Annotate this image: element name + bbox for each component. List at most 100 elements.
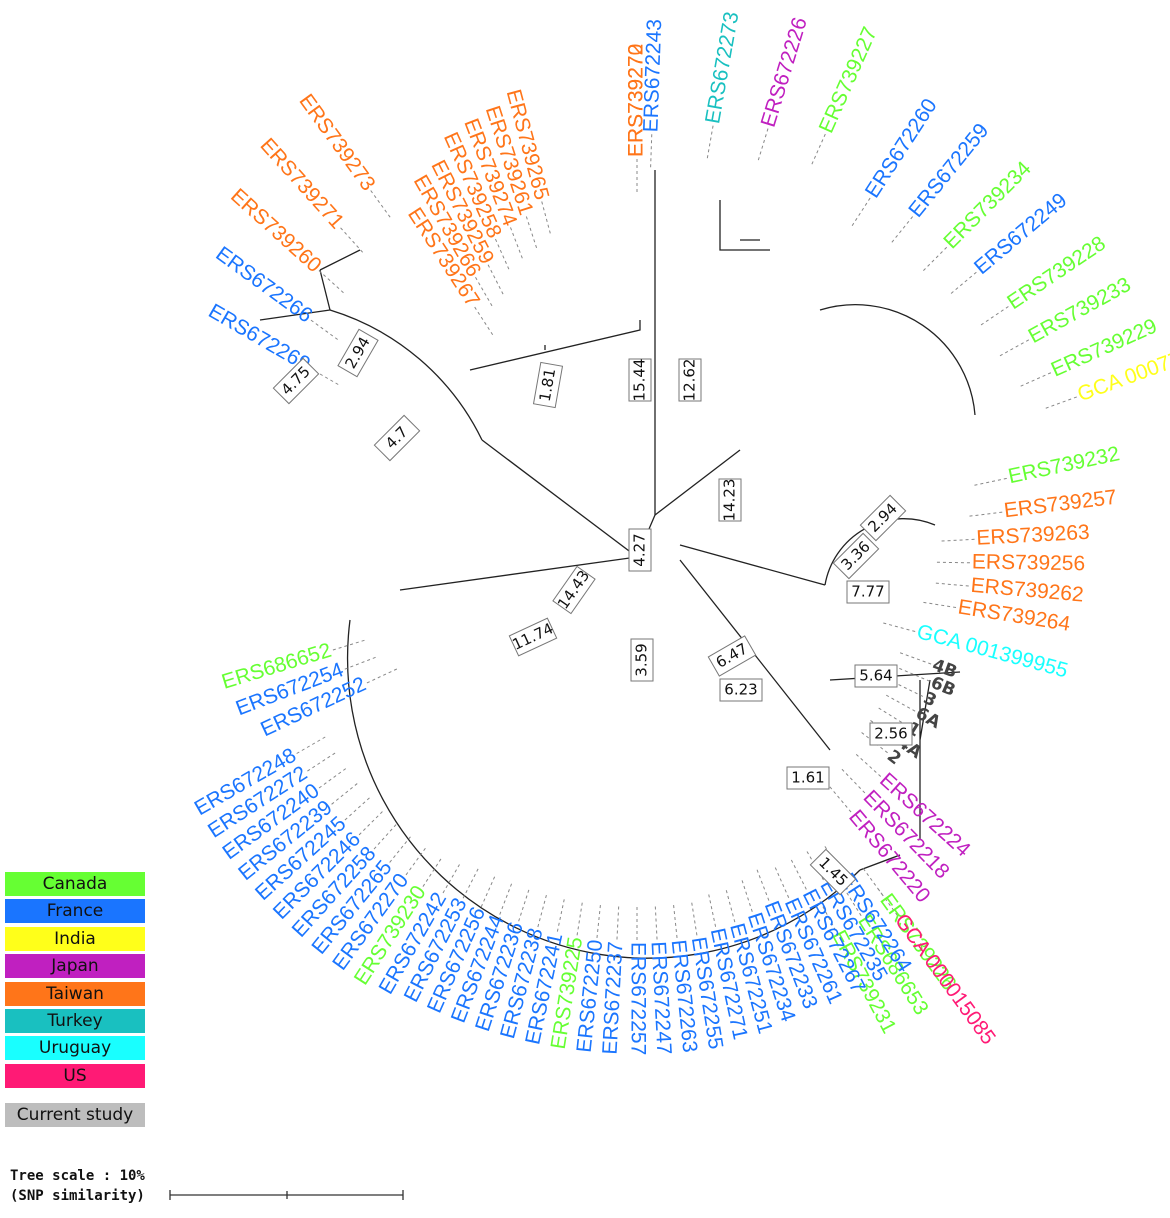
leader-line [774, 867, 790, 900]
support-box [628, 528, 652, 572]
support-value: 3.59 [630, 638, 654, 682]
leader-line [706, 123, 714, 159]
leaf-label: ERS672247 [647, 941, 676, 1055]
support-box [373, 414, 421, 462]
leader-line [811, 131, 827, 165]
leader-line [950, 270, 979, 294]
branch [469, 320, 641, 371]
branch [719, 200, 770, 251]
leader-line [899, 652, 934, 666]
legend-item-taiwan: Taiwan [5, 981, 145, 1006]
leader-line [741, 880, 754, 914]
support-value: 14.23 [718, 478, 742, 522]
leader-line [883, 622, 918, 633]
support-value: 2.94 [337, 328, 379, 378]
leader-line [923, 245, 949, 271]
support-value-text: 4.27 [631, 533, 649, 566]
leader-line [294, 736, 326, 755]
leader-line [536, 894, 547, 930]
leader-line [757, 126, 770, 161]
leader-line [372, 824, 397, 851]
leaf-label: ERS739270 [625, 44, 648, 157]
leader-line [525, 214, 538, 249]
leaf-label: ERS672273 [701, 10, 743, 126]
branch [399, 556, 638, 591]
leader-line [517, 889, 530, 924]
legend-item-current-study: Current study [5, 1103, 145, 1127]
leader-line [473, 305, 494, 336]
support-box [786, 766, 830, 790]
leader-line [540, 199, 551, 234]
support-value: 2.56 [869, 722, 913, 746]
leader-line [725, 890, 736, 925]
support-box [630, 638, 654, 682]
leader-line [935, 582, 971, 587]
branch [329, 309, 483, 441]
support-value-text: 14.23 [721, 479, 739, 522]
leader-line [616, 906, 620, 942]
tree-scale-title: Tree scale : 10% (SNP similarity) [10, 1166, 145, 1206]
legend-item-india: India [5, 926, 145, 951]
leaf-label: ERS672257 [626, 942, 649, 1055]
tree-scale-line2: (SNP similarity) [10, 1188, 145, 1204]
leader-line [673, 905, 678, 940]
leader-line [388, 836, 411, 865]
leader-line [479, 876, 496, 909]
support-value: 4.7 [373, 414, 421, 462]
branch [859, 854, 901, 871]
support-box [809, 848, 857, 896]
support-box [719, 678, 763, 702]
support-box [508, 617, 558, 657]
support-value-text: 6.23 [724, 681, 757, 699]
support-box [718, 478, 742, 522]
leader-line [1045, 395, 1079, 409]
support-value: 12.62 [678, 358, 702, 402]
leader-line [309, 318, 338, 340]
leader-line [498, 883, 513, 917]
support-value: 14.43 [552, 565, 596, 615]
leader-line [369, 188, 391, 218]
support-value-text: 1.81 [536, 367, 560, 403]
branch [679, 544, 826, 586]
leader-line [691, 902, 698, 938]
legend-item-turkey: Turkey [5, 1008, 145, 1033]
leaf-label: ERS739263 [976, 521, 1090, 550]
support-value: 6.47 [707, 635, 757, 677]
leaf-label: ERS739257 [1003, 486, 1118, 523]
legend-item-canada: Canada [5, 872, 145, 896]
legend-item-france: France [5, 899, 145, 924]
leaf-label: ERS739256 [972, 550, 1086, 575]
leader-line [364, 668, 398, 685]
support-value: 4.75 [272, 357, 320, 405]
leader-line [891, 214, 915, 243]
support-box [532, 361, 564, 409]
leaf-label: ERS672243 [639, 19, 666, 133]
leader-line [650, 132, 653, 168]
support-value-text: 12.62 [681, 359, 699, 402]
leader-line [999, 338, 1031, 357]
leader-line [317, 768, 347, 790]
support-value-text: 7.77 [851, 583, 884, 601]
support-value-text: 1.61 [791, 769, 824, 787]
leaf-label: ERS739232 [1006, 442, 1122, 488]
leader-line [980, 304, 1011, 326]
leader-line [654, 906, 658, 942]
leader-line [923, 601, 959, 609]
support-value-text: 2.56 [874, 725, 907, 743]
legend-item-us: US [5, 1063, 145, 1088]
branch [346, 619, 861, 959]
leader-line [756, 869, 771, 903]
leader-line [305, 752, 336, 773]
leader-line [790, 859, 808, 892]
leader-line [338, 225, 364, 253]
leader-line [329, 783, 358, 806]
support-value: 6.23 [719, 678, 763, 702]
support-box [707, 635, 757, 677]
leader-line [486, 262, 504, 295]
support-box [846, 580, 890, 604]
branch [259, 249, 361, 321]
leader-line [829, 786, 853, 814]
leader-line [936, 561, 972, 564]
